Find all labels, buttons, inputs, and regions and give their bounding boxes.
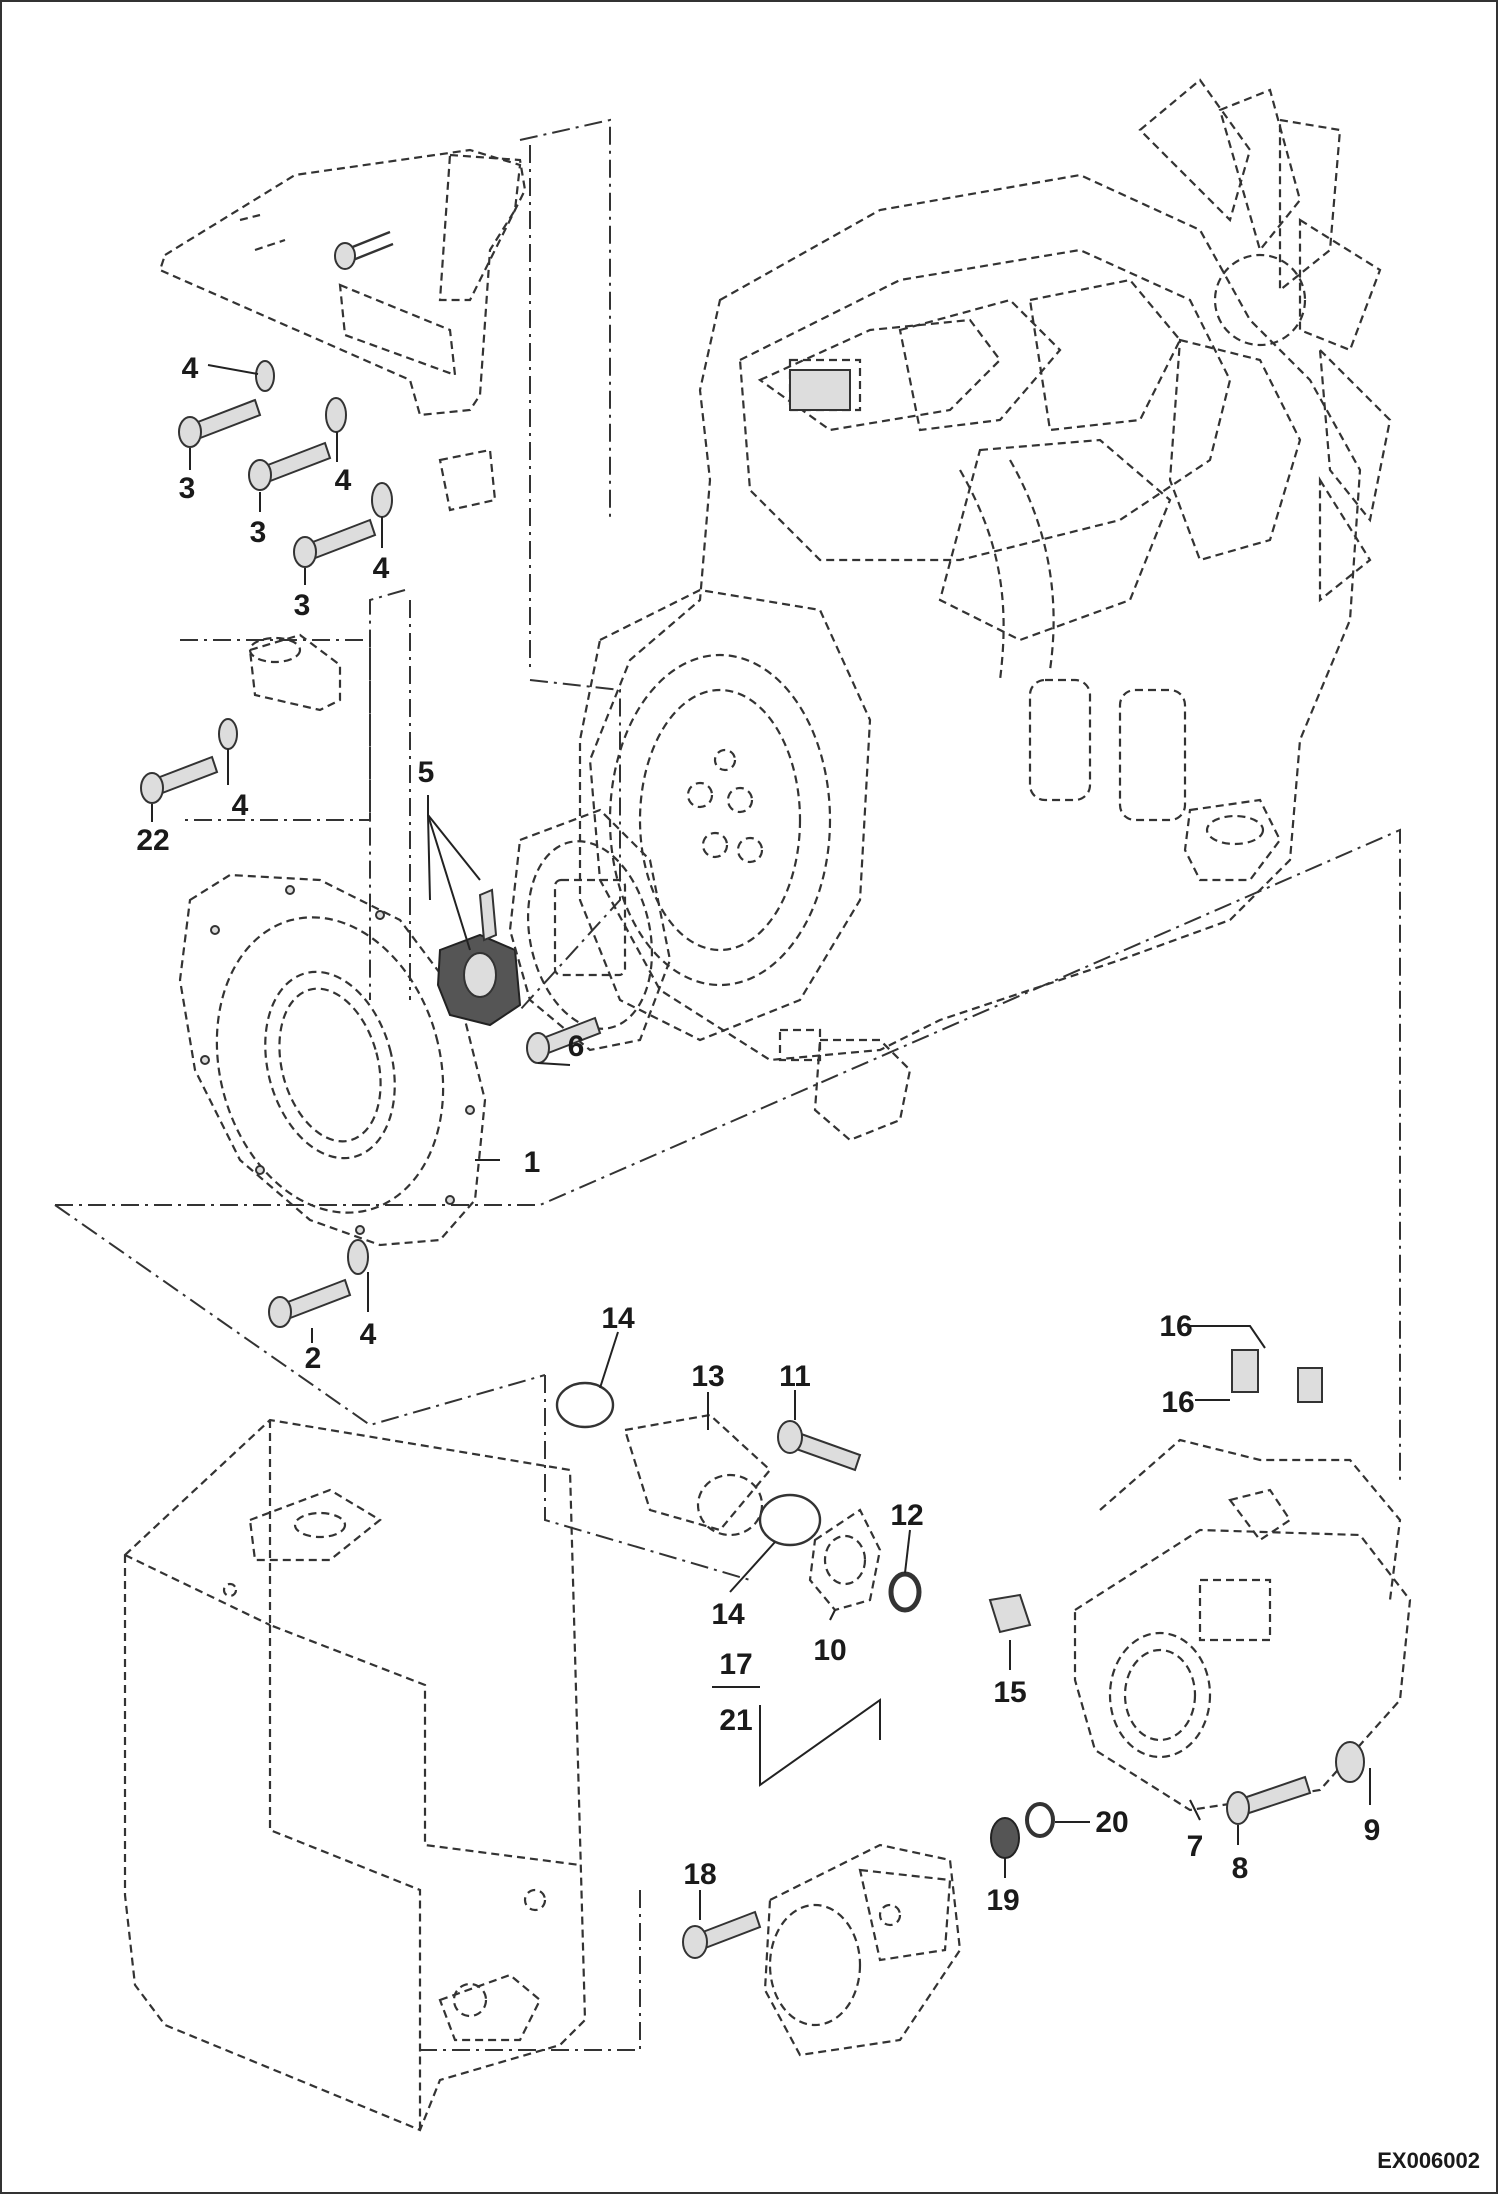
figure-code: EX006002	[1377, 2148, 1480, 2173]
hose-13	[623, 1413, 772, 1532]
spline-19	[990, 1817, 1020, 1859]
callout-14a: 14	[601, 1302, 635, 1335]
flange-10	[808, 1508, 882, 1612]
callout-5: 5	[418, 756, 435, 789]
callout-13: 13	[691, 1360, 724, 1393]
callout-16a: 16	[1159, 1310, 1192, 1343]
callout-3c: 3	[294, 589, 311, 622]
fitting-15	[988, 1593, 1032, 1634]
hydraulic-tank	[123, 1418, 587, 2132]
assembly-chain-lines	[54, 118, 1401, 2051]
fastener-group-upper	[178, 360, 393, 568]
callout-3b: 3	[250, 516, 267, 549]
callout-2: 2	[305, 1342, 322, 1375]
washer-9	[1335, 1741, 1365, 1783]
pump-connection	[555, 1381, 922, 1613]
callout-4d: 4	[232, 789, 249, 822]
callout-18: 18	[683, 1858, 716, 1891]
callout-17: 17	[719, 1648, 752, 1681]
callout-8: 8	[1232, 1852, 1249, 1885]
callout-22: 22	[136, 824, 169, 857]
callout-11: 11	[779, 1360, 811, 1393]
callout-9: 9	[1364, 1814, 1381, 1847]
callout-14b: 14	[711, 1598, 745, 1631]
seal-20	[1025, 1802, 1055, 1838]
gear-pump-17-21	[682, 1802, 1055, 2057]
engine-assembly	[578, 78, 1392, 1142]
top-bracket	[158, 148, 527, 512]
fitting-16a	[1231, 1349, 1259, 1393]
callout-7: 7	[1187, 1830, 1204, 1863]
washer-4e	[347, 1239, 369, 1275]
callout-1: 1	[524, 1146, 541, 1179]
callout-19: 19	[986, 1884, 1019, 1917]
callout-6: 6	[568, 1030, 585, 1063]
main-pump-7	[988, 1349, 1412, 1825]
callout-12: 12	[890, 1499, 923, 1532]
fitting-16b	[1297, 1367, 1323, 1403]
washer-4b	[325, 397, 347, 433]
clamp-14b	[758, 1493, 822, 1547]
washer-4d	[218, 718, 238, 750]
fastener-group-lower	[268, 1239, 369, 1328]
callout-4c: 4	[373, 552, 390, 585]
callout-21: 21	[719, 1704, 752, 1737]
washer-4a	[255, 360, 275, 392]
oring-12	[888, 1571, 922, 1613]
callout-20: 20	[1095, 1806, 1128, 1839]
callout-15: 15	[993, 1676, 1026, 1709]
callout-3a: 3	[179, 472, 196, 505]
leader-lines	[151, 364, 1371, 1920]
housing-plate-1	[178, 873, 487, 1247]
clamp-14a	[555, 1381, 615, 1429]
washer-4c	[371, 482, 393, 518]
callout-4b: 4	[335, 464, 352, 497]
callout-4e: 4	[360, 1318, 377, 1351]
callout-4a: 4	[182, 352, 199, 385]
callout-10: 10	[813, 1634, 846, 1667]
coupling-5	[436, 808, 672, 1064]
callout-labels: 4 3 4 3 4 3 5 4 22 6 1 4 2 14 13 11 12 1…	[136, 352, 1380, 1917]
callout-16b: 16	[1161, 1386, 1194, 1419]
mid-bracket	[140, 633, 342, 804]
